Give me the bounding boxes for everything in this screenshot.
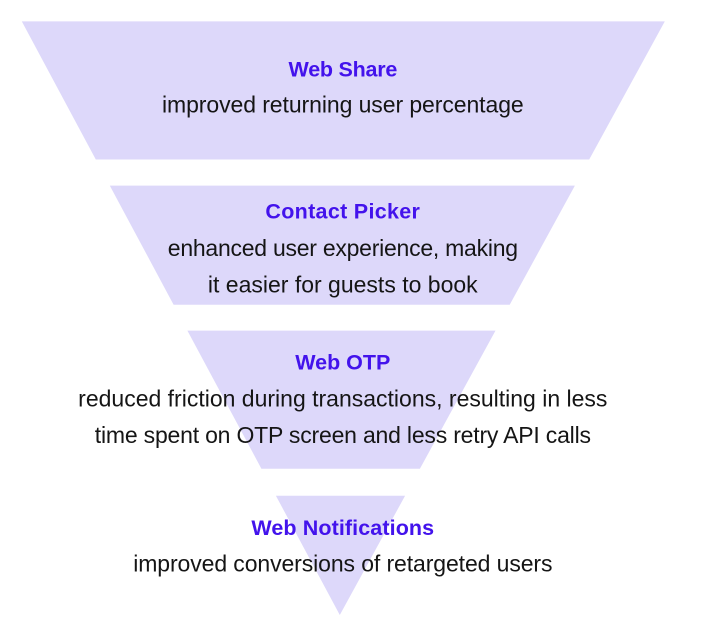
svg-text:Web Notifications: Web Notifications [251, 516, 434, 540]
svg-text:Contact Picker: Contact Picker [265, 200, 420, 224]
svg-text:enhanced user experience, maki: enhanced user experience, making [168, 235, 518, 261]
svg-text:Web Share: Web Share [289, 58, 398, 82]
svg-text:time spent on OTP screen and l: time spent on OTP screen and less retry … [95, 422, 591, 448]
svg-text:it easier for guests to book: it easier for guests to book [208, 271, 478, 297]
svg-text:reduced friction during transa: reduced friction during transactions, re… [78, 386, 607, 412]
svg-text:improved returning user percen: improved returning user percentage [162, 92, 524, 118]
svg-text:improved conversions of retarg: improved conversions of retargeted users [133, 551, 552, 577]
svg-text:Web OTP: Web OTP [295, 351, 390, 375]
